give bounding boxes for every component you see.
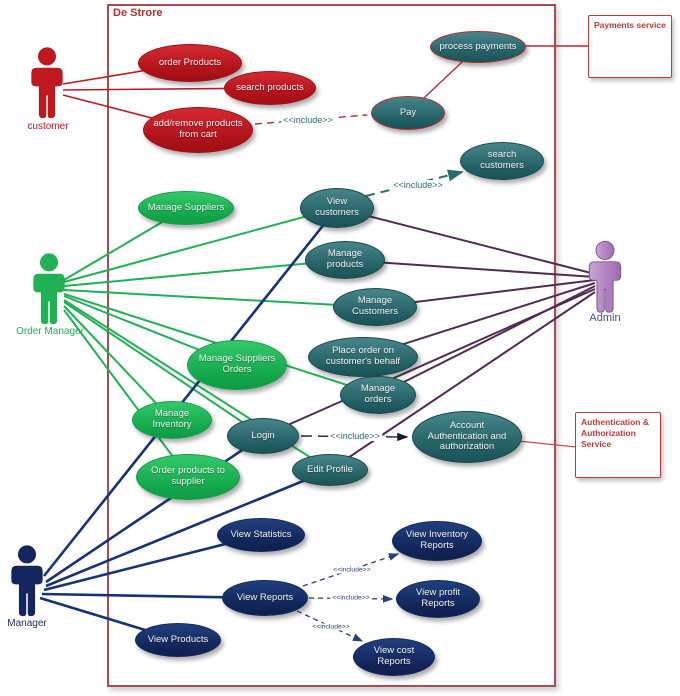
manager-actor [8, 544, 46, 623]
usecase-search-customers: search customers [460, 142, 544, 180]
usecase-view-reports: View Reports [222, 580, 308, 616]
usecase-login: Login [227, 418, 299, 454]
external-system-label: Authentication & Authorization Service [581, 417, 649, 450]
usecase-manage-orders: Manage orders [340, 376, 416, 414]
include-label-inventory-reports: <<include>> [331, 566, 373, 574]
usecase-label: View Reports [236, 591, 294, 603]
usecase-add-remove-cart: add/remove products from cart [143, 107, 253, 153]
usecase-view-inventory-reports: View Inventory Reports [392, 521, 482, 561]
payments-service-box: Payments service [588, 15, 672, 78]
person-icon [33, 253, 65, 325]
usecase-label: View customers [315, 196, 359, 218]
usecase-order-products-to-supplier: Order products to supplier [136, 454, 240, 500]
usecase-label: Login [251, 429, 275, 441]
usecase-label: View Products [147, 633, 209, 645]
usecase-label: Manage Suppliers Orders [198, 353, 276, 375]
usecase-view-products: View Products [135, 623, 221, 657]
auth-service-box: Authentication & Authorization Service [575, 412, 661, 478]
usecase-label: order Products [158, 56, 222, 68]
person-icon [588, 240, 622, 313]
usecase-manage-customers: Manage Customers [333, 288, 417, 326]
usecase-label: View Inventory Reports [405, 529, 469, 551]
usecase-account-auth: Account Authentication and authorization [412, 411, 522, 463]
admin-actor [586, 240, 624, 319]
usecase-label: Pay [399, 106, 417, 118]
usecase-process-payments: process payments [430, 31, 526, 63]
usecase-label: Edit Profile [307, 463, 353, 475]
usecase-view-customers: View customers [300, 188, 374, 228]
system-title: De Strore [113, 7, 163, 19]
usecase-pay: Pay [371, 96, 445, 130]
usecase-manage-inventory: Manage Inventory [132, 401, 212, 439]
include-label-cost-reports: <<include>> [310, 623, 352, 631]
manager-actor-label: Manager [7, 618, 47, 629]
usecase-manage-suppliers: Manage Suppliers [138, 191, 234, 225]
usecase-view-cost-reports: View cost Reports [353, 638, 435, 676]
usecase-label: search products [236, 81, 304, 93]
usecase-label: View cost Reports [373, 645, 415, 667]
usecase-label: Place order on customer's behalf [325, 345, 401, 367]
order-manager-actor [30, 252, 68, 331]
admin-actor-label: Admin [589, 312, 621, 324]
usecase-label: Account Authentication and authorization [427, 420, 507, 453]
order-manager-actor-label: Order Manager [16, 326, 84, 337]
usecase-view-profit-reports: View profit Reports [396, 580, 480, 618]
usecase-label: add/remove products from cart [153, 118, 243, 140]
usecase-label: Order products to supplier [151, 465, 225, 487]
person-icon [31, 47, 63, 119]
usecase-place-order-behalf: Place order on customer's behalf [308, 337, 418, 377]
usecase-label: View Statistics [230, 528, 292, 540]
usecase-label: process payments [439, 40, 517, 52]
usecase-label: search customers [480, 149, 524, 171]
usecase-label: Manage orders [360, 383, 396, 405]
usecase-manage-products: Manage products [305, 241, 385, 279]
include-label-pay: <<include>> [281, 115, 335, 125]
include-label-login: <<include>> [328, 431, 382, 441]
usecase-manage-suppliers-orders: Manage Suppliers Orders [187, 340, 287, 390]
usecase-label: Manage Customers [352, 295, 398, 317]
usecase-view-statistics: View Statistics [217, 518, 305, 552]
usecase-label: Manage products [326, 248, 364, 270]
usecase-order-products: order Products [138, 44, 242, 82]
usecase-edit-profile: Edit Profile [292, 454, 368, 486]
usecase-label: View profit Reports [415, 587, 461, 609]
external-system-label: Payments service [594, 20, 666, 30]
person-icon [11, 545, 43, 617]
customer-actor-label: customer [27, 121, 69, 132]
usecase-label: Manage Suppliers [147, 201, 225, 213]
usecase-search-products: search products [224, 71, 316, 105]
include-label-profit-reports: <<include>> [330, 594, 372, 602]
usecase-label: Manage Inventory [152, 408, 192, 430]
include-label-search-customers: <<include>> [391, 180, 445, 190]
customer-actor [28, 46, 66, 125]
